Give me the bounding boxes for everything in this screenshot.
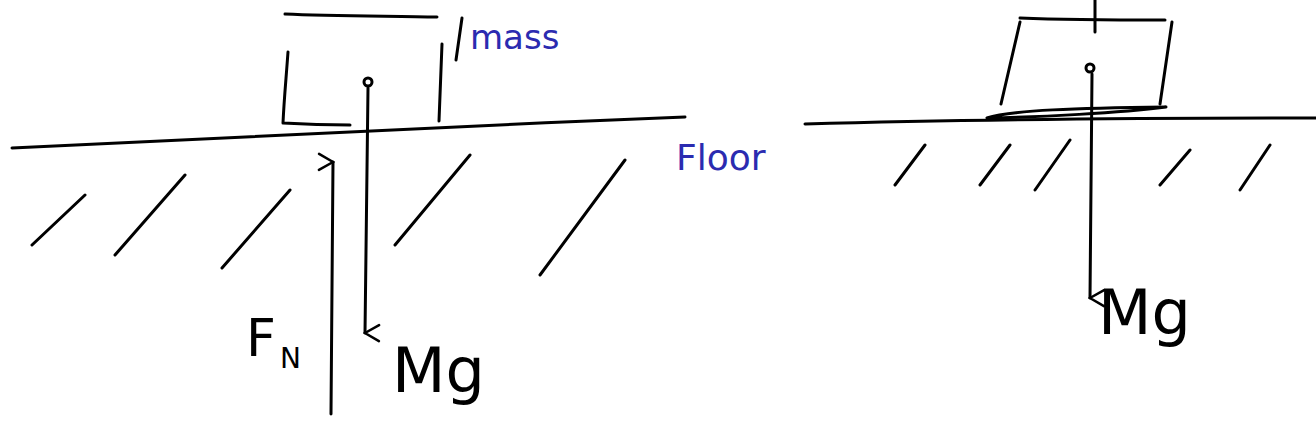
mass-block-right: [1160, 22, 1172, 104]
weight-arrow: [365, 88, 368, 333]
ground-hatching: [895, 140, 1270, 190]
mass-block-top: [285, 14, 437, 17]
mass-block-base: [987, 107, 1166, 118]
center-of-mass-dot: [1086, 64, 1094, 72]
floor-label: Floor: [676, 140, 766, 176]
normal-force-arrow: [331, 162, 333, 414]
floor-line: [12, 117, 685, 148]
block-tick: [1094, 0, 1097, 32]
floor-line: [805, 118, 1316, 124]
mass-leader-line: [456, 18, 462, 60]
mass-label: mass: [470, 20, 559, 54]
force-symbol: F: [246, 312, 276, 364]
weight-arrow: [1090, 74, 1092, 298]
center-of-mass-dot: [364, 78, 372, 86]
force-subscript: N: [280, 345, 301, 373]
mass-block-left: [283, 52, 350, 125]
ground-hatching: [32, 155, 625, 275]
mass-block-left: [1001, 22, 1020, 104]
weight-label: Mg: [1098, 282, 1191, 344]
weight-label: Mg: [392, 340, 485, 402]
mass-block-right: [439, 44, 442, 121]
mass-block-top: [1020, 18, 1165, 20]
